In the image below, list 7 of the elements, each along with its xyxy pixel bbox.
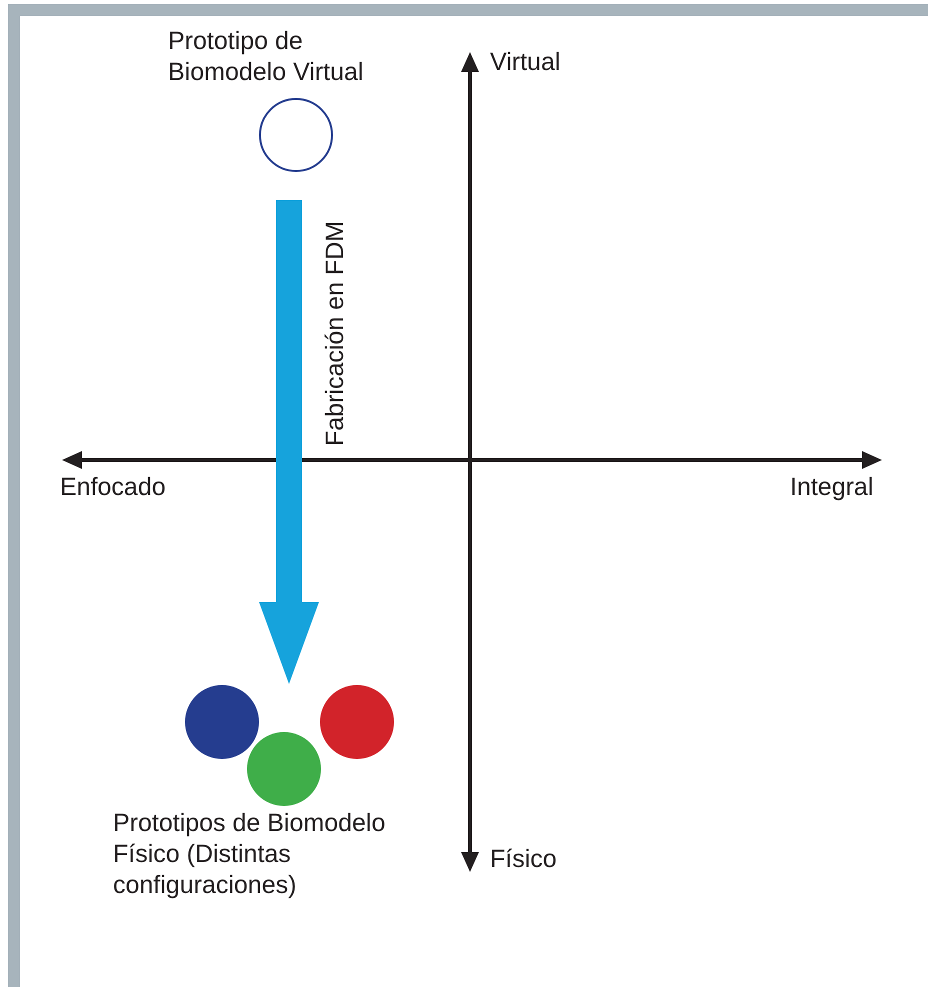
node-label: Prototipo de Biomodelo Virtual [168,26,364,88]
axis-label: Físico [490,844,557,875]
edge-label: Fabricación en FDM [320,220,350,446]
node-label: Prototipos de Biomodelo Físico (Distintas configuraciones) [113,808,386,901]
axis-label: Virtual [490,47,560,78]
axis-label: Integral [790,472,874,503]
axis-label: Enfocado [60,472,166,503]
